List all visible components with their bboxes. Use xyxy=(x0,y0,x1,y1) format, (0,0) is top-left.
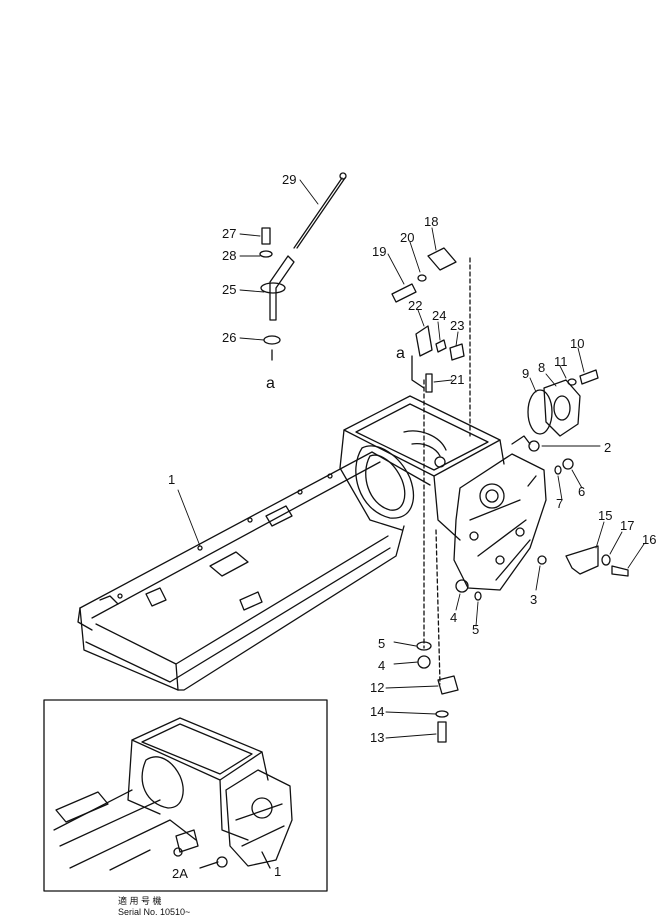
callout-4-right: 4 xyxy=(450,610,457,625)
inset-drawing xyxy=(53,717,293,871)
callout-1-main: 1 xyxy=(168,472,175,487)
callout-17: 17 xyxy=(620,518,634,533)
dipstick-assembly xyxy=(259,172,347,361)
callout-20: 20 xyxy=(400,230,414,245)
callout-a-side: a xyxy=(396,345,405,362)
callout-a-upper: a xyxy=(266,375,275,392)
callout-12: 12 xyxy=(370,680,384,695)
callout-29: 29 xyxy=(282,172,296,187)
callout-23: 23 xyxy=(450,318,464,333)
callout-14: 14 xyxy=(370,704,384,719)
callout-8: 8 xyxy=(538,360,545,375)
callout-21: 21 xyxy=(450,372,464,387)
callout-13: 13 xyxy=(370,730,384,745)
callout-5-right: 5 xyxy=(472,622,479,637)
callout-6: 6 xyxy=(578,484,585,499)
callout-labels: 29 27 28 25 26 a 18 19 20 22 24 23 a 21 … xyxy=(118,172,656,917)
callout-27: 27 xyxy=(222,226,236,241)
callout-16: 16 xyxy=(642,532,656,547)
callout-19: 19 xyxy=(372,244,386,259)
callout-11: 11 xyxy=(554,354,568,369)
side-cover-parts xyxy=(455,369,629,601)
main-frame-outline xyxy=(77,257,547,691)
callout-2a-inset: 2A xyxy=(172,866,188,881)
callout-18: 18 xyxy=(424,214,438,229)
callout-3: 3 xyxy=(530,592,537,607)
callout-5-lower: 5 xyxy=(378,636,385,651)
callout-15: 15 xyxy=(598,508,612,523)
callout-24: 24 xyxy=(432,308,446,323)
leader-lines xyxy=(177,179,645,739)
callout-22: 22 xyxy=(408,298,422,313)
inset-frame xyxy=(43,699,328,892)
callout-10: 10 xyxy=(570,336,584,351)
lower-exploded-parts xyxy=(416,641,459,743)
callout-28: 28 xyxy=(222,248,236,263)
callout-26: 26 xyxy=(222,330,236,345)
serial-number-note: Serial No. 10510~ xyxy=(118,907,190,917)
callout-2: 2 xyxy=(604,440,611,455)
callout-1-inset: 1 xyxy=(274,864,281,879)
callout-9: 9 xyxy=(522,366,529,381)
applicability-caption: 適 用 号 機 xyxy=(118,895,162,906)
callout-7: 7 xyxy=(556,496,563,511)
top-cover-parts xyxy=(391,247,465,393)
callout-25: 25 xyxy=(222,282,236,297)
callout-4-lower: 4 xyxy=(378,658,385,673)
